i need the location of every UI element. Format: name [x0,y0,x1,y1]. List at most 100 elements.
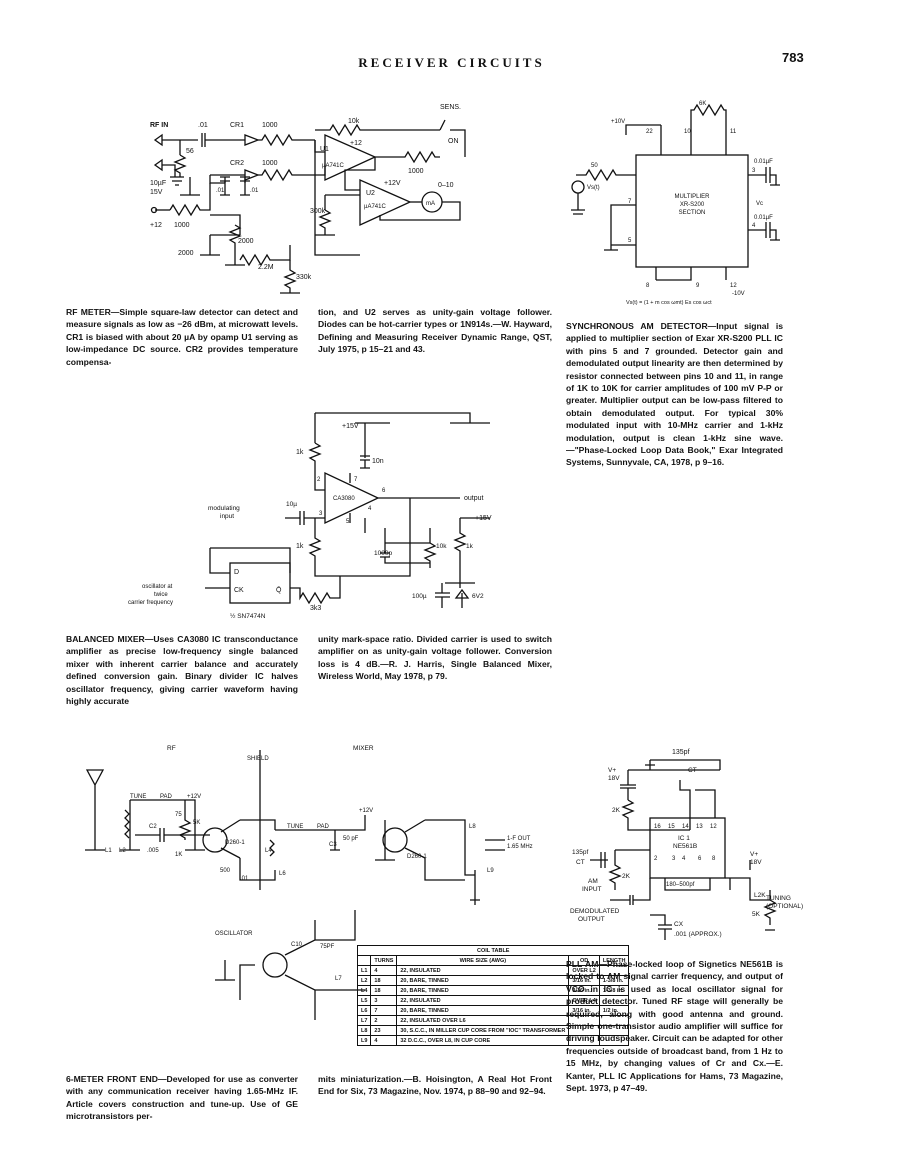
label-meter: 0–10 [438,182,454,189]
label-cc2: .01 [250,188,259,194]
label-p12: 12 [710,824,717,830]
box-line-3: SECTION [679,210,706,216]
label-r5k: 5K [193,820,200,826]
pll-am-schematic: 135pf CT V+ 18V 2K IC 1 NE561B 16 15 14 … [570,749,803,940]
label-p8: 8 [646,283,650,289]
label-d2602: D260-1 [407,854,427,860]
label-tune2: TUNE [287,824,303,830]
rf-meter-caption: RF METER—Simple square-law detector can … [66,307,298,367]
label-vc: Vc [756,201,763,207]
label-am2: INPUT [582,886,602,893]
label-plus15b: +15V [475,515,492,522]
label-c01: .01 [240,876,249,882]
label-cc1: .01 [216,188,225,194]
table-cell: 22, INSULATED OVER L6 [396,1015,570,1026]
label-6k: 6K [699,101,706,107]
label-c135b: 135pf [572,849,588,856]
label-plus12a: +12V [187,794,201,800]
label-r10k: 10k [348,118,360,125]
label-v18b: 18V [750,859,762,866]
label-plus10v: +10V [611,119,625,125]
label-c10uf: 10µF [150,180,166,187]
coil-col-1: TURNS [370,955,398,966]
label-osc-3: carrier frequency [128,600,173,606]
label-optional: (OPTIONAL) [766,903,803,910]
label-out: 1-F OUT [507,836,531,842]
label-c10: C10 [291,942,303,948]
label-ct2: CT [576,859,585,866]
table-cell: 18 [370,985,398,996]
label-p15: 15 [668,824,675,830]
label-c1: 0.01µF [754,159,773,165]
label-vplus2: V+ [750,851,758,858]
table-cell: L6 [356,1005,372,1016]
label-tune: TUNE [130,794,146,800]
label-r1000b: 1000 [262,160,278,167]
label-pad: PAD [160,794,173,800]
label-r5k: 5K [752,911,761,918]
label-p11: 11 [730,129,737,135]
label-p9: 9 [696,283,700,289]
label-r2ka: 2K [612,807,621,814]
label-p6: 6 [698,856,702,862]
label-ua741c-1: µA741C [322,163,344,169]
label-minus10v: -10V [732,291,745,297]
label-p7: 7 [628,199,632,205]
table-cell: 20, BARE, TINNED [396,1005,570,1016]
label-sn7474n: ½ SN7474N [230,612,266,620]
label-r10k: 10k [436,543,447,550]
label-r500: 500 [220,868,231,874]
label-r50: 50 [591,163,598,169]
label-sens: SENS. [440,104,461,111]
label-part: NE561B [673,843,697,850]
label-z6v2: 6V2 [472,593,484,600]
label-plus12: +12 [150,222,162,229]
label-c1: .01 [198,122,208,129]
balanced-mixer-schematic: +15V 1k 10n CA3080 2 7 6 3 4 5 modulatin… [128,412,492,620]
label-c2: 0.01µF [754,215,773,221]
label-mod-2: input [220,513,234,520]
label-ca3080: CA3080 [333,496,355,502]
coil-table: COIL TABLE TURNS WIRE SIZE (AWG) OD LENG… [356,945,630,1046]
label-rf: RF [167,745,176,752]
label-osc: OSCILLATOR [215,931,253,937]
table-cell: L2 [356,975,372,986]
label-u1-plus12: +12 [350,140,362,147]
six-meter-caption-cont: mits miniaturization.—B. Hoisington, A R… [318,1074,552,1097]
label-p22: 22 [646,129,653,135]
label-ff-qbar: Q̄ [276,586,282,594]
table-cell: L5 [356,995,372,1006]
label-r300k: 300k [310,208,326,215]
label-cx: CX [674,921,684,928]
table-cell: L8 [356,1025,372,1036]
table-cell: L9 [356,1035,372,1046]
pll-am-caption: PLL AM—Phase-locked loop of Signetics NE… [566,959,783,1094]
box-line-1: MULTIPLIER [675,194,711,200]
table-cell: L1 [356,965,372,976]
label-r1k-b: 1k [296,543,304,550]
label-r1000a: 1000 [262,122,278,129]
six-meter-caption: 6-METER FRONT END—Developed for use as c… [66,1074,298,1122]
running-header: RECEIVER CIRCUITS [358,55,545,70]
coil-col-2: WIRE SIZE (AWG) [396,955,570,966]
label-p13: 13 [696,824,703,830]
six-meter-schematic: RF SHIELD MIXER TUNE PAD +12V 75 C2 .005… [85,745,533,1020]
label-meter-unit: mA [426,201,435,207]
label-u1: U1 [320,146,329,153]
label-out2: 1.65 MHz [507,844,533,850]
label-cr1: CR1 [230,122,244,129]
label-l2k: L2K [754,892,766,899]
label-c10n: 10n [372,458,384,465]
rf-meter-schematic: RF IN .01 CR1 1000 56 CR2 1000 10µF 15V … [150,104,466,294]
page-number: 783 [782,50,804,65]
label-plus12b: +12V [359,808,373,814]
label-ic: IC 1 [678,835,690,842]
label-d2601: D260-1 [225,840,245,846]
label-formula: Vs(t) = (1 + m cos ωmt) Es cos ωct [626,300,712,306]
label-ff-ck: CK [234,587,244,594]
label-c005: .005 [147,848,159,854]
table-cell [598,1035,630,1046]
label-r2000b: 2000 [238,238,254,245]
label-p3: 3 [319,511,323,517]
label-demod1: DEMODULATED [570,908,620,915]
